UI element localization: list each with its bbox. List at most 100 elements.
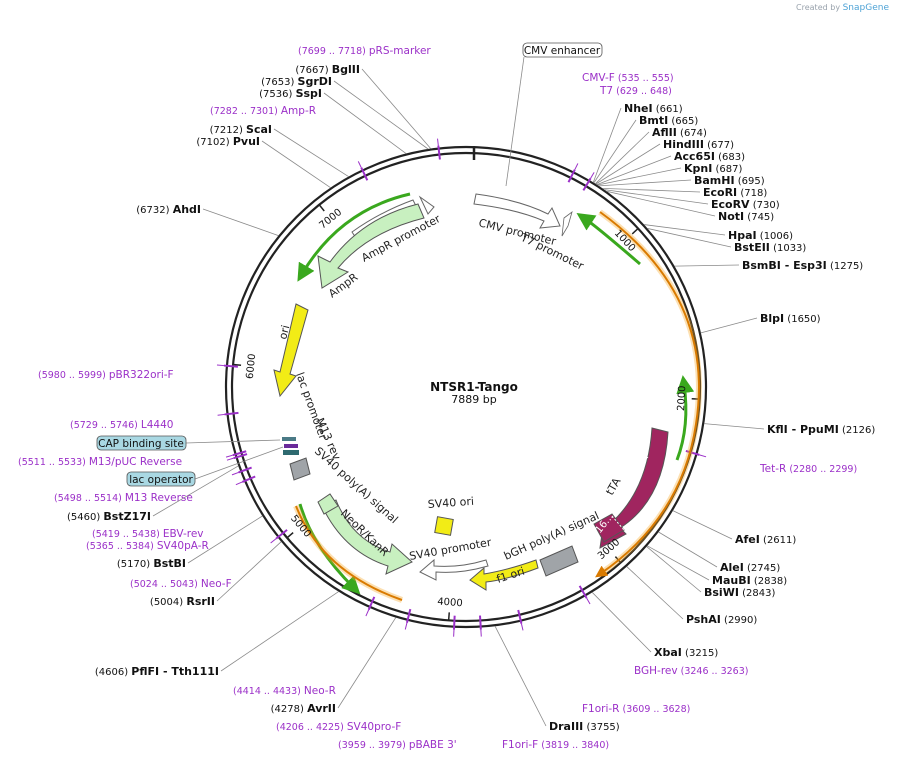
lac-operator-box[interactable] [126,471,196,487]
enzyme-label[interactable]: (7212) ScaI [210,123,272,136]
enzyme-label[interactable]: (7536) SspI [259,87,322,100]
primer-leader [574,163,579,170]
enzyme-leader [220,591,339,672]
enzyme-label[interactable]: EcoRV (730) [711,198,780,211]
primer-label[interactable]: (3959 .. 3979) pBABE 3' [338,739,457,751]
enzyme-leader [626,566,684,620]
primer-label[interactable]: (5511 .. 5533) M13/pUC Reverse [18,456,182,468]
enzyme-leader [604,189,709,205]
enzyme-leader [674,264,740,267]
enzyme-label[interactable]: (7102) PvuI [196,135,260,148]
primer-label[interactable]: (5024 .. 5043) Neo-F [130,578,232,590]
primer-mark [275,529,288,540]
enzyme-label[interactable]: BstEII (1033) [734,241,806,254]
enzyme-label[interactable]: HpaI (1006) [728,229,793,242]
cap-binding-label: CAP binding site [98,438,184,450]
sv40-ori-box[interactable] [434,516,454,536]
primer-label[interactable]: CMV-F (535 .. 555) [582,72,674,84]
label-sv40-polya: SV40 poly(A) signal [312,445,401,527]
enzyme-label[interactable]: (4606) PflFI - Tth111I [95,665,219,678]
cmv-enhancer-box[interactable] [522,42,603,58]
enzyme-leader [337,617,397,709]
enzyme-label[interactable]: (4278) AvrII [271,702,336,715]
primer-leader [217,413,225,416]
bgh-polya-block[interactable] [539,545,579,577]
enzyme-label[interactable]: MauBI (2838) [712,574,787,587]
tick-mark [318,204,325,212]
tick-mark [286,532,294,539]
enzyme-label[interactable]: HindIII (677) [663,138,734,151]
neor-kanr-arrow[interactable] [321,499,413,575]
primer-label[interactable]: T7 (629 .. 648) [599,85,672,97]
primer-mark [567,169,576,183]
primer-label[interactable]: (7699 .. 7718) pRS-marker [298,45,431,57]
enzyme-labels: NheI (661)BmtI (665)AflII (674)HindIII (… [67,63,875,733]
lac-operator-label: lac operator [129,474,193,486]
enzyme-label[interactable]: (7667) BglII [295,63,360,76]
sv40-promoter-arrow[interactable] [419,558,489,581]
enzyme-label[interactable]: BsmBI - Esp3I (1275) [742,259,863,272]
enzyme-label[interactable]: BmtI (665) [639,114,698,127]
enzyme-leader [597,167,682,186]
cmv-green-arc [576,213,641,266]
enzyme-label[interactable]: NotI (745) [718,210,774,223]
vp16-block[interactable] [593,513,625,543]
enzyme-label[interactable]: XbaI (3215) [654,646,718,659]
enzyme-label[interactable]: AleI (2745) [720,561,780,574]
enzyme-label[interactable]: BsiWI (2843) [704,586,775,599]
enzyme-label[interactable]: (7653) SgrDI [261,75,332,88]
primer-label[interactable]: (4414 .. 4433) Neo-R [233,685,336,697]
enzyme-label[interactable]: (5004) RsrII [150,595,215,608]
cap-binding-box[interactable] [96,435,187,451]
primer-marks [216,138,707,637]
primer-mark [517,609,523,624]
primer-mark [452,615,456,630]
primer-label[interactable]: (5498 .. 5514) M13 Reverse [54,492,193,504]
ampr-arrow[interactable] [317,203,425,289]
enzyme-label[interactable]: (5170) BstBI [117,557,186,570]
primer-label[interactable]: F1ori-R (3609 .. 3628) [582,703,690,715]
enzyme-label[interactable]: NheI (661) [624,102,683,115]
ori-arrow[interactable] [273,303,309,398]
enzyme-leader [595,131,650,184]
enzyme-label[interactable]: AfeI (2611) [735,533,796,546]
sv40-polya-block[interactable] [289,457,311,481]
enzyme-label[interactable]: PshAI (2990) [686,613,757,626]
enzyme-leader [596,155,672,185]
tick-label: 4000 [437,596,463,609]
enzyme-leader [202,208,279,236]
enzyme-label[interactable]: BamHI (695) [694,174,765,187]
cmv-enhancer-label: CMV enhancer [524,45,601,57]
primer-label[interactable]: (5365 .. 5384) SV40pA-R [86,540,209,552]
t7-promoter-arrow[interactable] [561,210,573,237]
enzyme-label[interactable]: EcoRI (718) [703,186,767,199]
tick-marks [233,204,700,621]
enzyme-leader [333,80,429,150]
primer-label[interactable]: (7282 .. 7301) Amp-R [210,105,316,117]
enzyme-leader [595,143,661,185]
enzyme-label[interactable]: Acc65I (683) [674,150,745,163]
enzyme-label[interactable]: KpnI (687) [684,162,742,175]
primer-leader [231,471,239,476]
primer-mark [685,450,700,456]
primer-label[interactable]: F1ori-F (3819 .. 3840) [502,739,609,751]
lac-operator-mark [284,444,298,448]
primer-label[interactable]: (5419 .. 5438) EBV-rev [92,528,204,540]
primer-label[interactable]: (4206 .. 4225) SV40pro-F [276,721,401,733]
enzyme-leader [591,592,652,653]
enzyme-label[interactable]: BlpI (1650) [760,312,821,325]
tick-label: 2000 [676,385,688,411]
f1-ori-arrow[interactable] [469,559,539,591]
tetr-arrow[interactable] [599,427,669,549]
enzyme-label[interactable]: KflI - PpuMI (2126) [767,423,875,436]
primer-label[interactable]: BGH-rev (3246 .. 3263) [634,665,748,677]
primer-label[interactable]: Tet-R (2280 .. 2299) [759,463,857,475]
primer-label[interactable]: (5729 .. 5746) L4440 [70,419,173,431]
enzyme-leader [323,92,407,154]
primer-label[interactable]: (5980 .. 5999) pBR322ori-F [38,369,174,381]
enzyme-label[interactable]: AflII (674) [652,126,707,139]
cmv-promoter-arrow[interactable] [473,193,561,229]
enzyme-label[interactable]: (6732) AhdI [136,203,201,216]
enzyme-label[interactable]: DraIII (3755) [549,720,620,733]
enzyme-label[interactable]: (5460) BstZ17I [67,510,151,523]
